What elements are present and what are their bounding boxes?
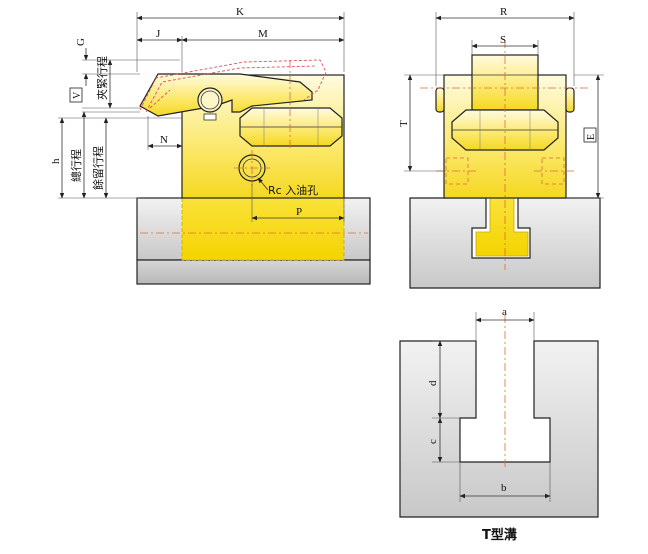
dim-K: K — [236, 6, 244, 18]
dim-J: J — [156, 28, 161, 40]
dim-h: h — [50, 158, 62, 164]
spare-stroke-label: 餘留行程 — [91, 146, 105, 190]
front-base — [409, 197, 601, 289]
dim-P: P — [296, 206, 302, 218]
dim-T: T — [398, 120, 410, 127]
dim-a: a — [502, 306, 507, 318]
dim-R: R — [500, 6, 508, 18]
dim-G: G — [75, 38, 87, 46]
front-view: R S T E — [398, 6, 604, 289]
dim-E: E — [586, 134, 597, 140]
t-slot-block — [399, 340, 599, 518]
dim-M: M — [258, 28, 268, 40]
total-stroke-label: 總行程 — [69, 149, 83, 182]
side-base-lower — [136, 259, 371, 285]
dim-S: S — [500, 34, 506, 46]
side-body-lower — [181, 197, 345, 261]
dim-V: V — [72, 91, 83, 99]
t-slot-caption: T型溝 — [482, 527, 517, 543]
side-view: Rc 入油孔 K J M G V 夾緊行程 N h — [50, 6, 371, 285]
dim-N: N — [160, 134, 168, 146]
pivot-pin — [197, 87, 223, 113]
dim-b: b — [501, 482, 507, 494]
clamp-stroke-label: 夾緊行程 — [96, 56, 109, 100]
dim-d: d — [427, 380, 439, 386]
dim-c: c — [427, 439, 439, 444]
oil-port-label: Rc 入油孔 — [268, 183, 318, 197]
t-slot-detail: a d c b T型溝 — [399, 306, 599, 543]
t-bolt — [475, 197, 529, 257]
